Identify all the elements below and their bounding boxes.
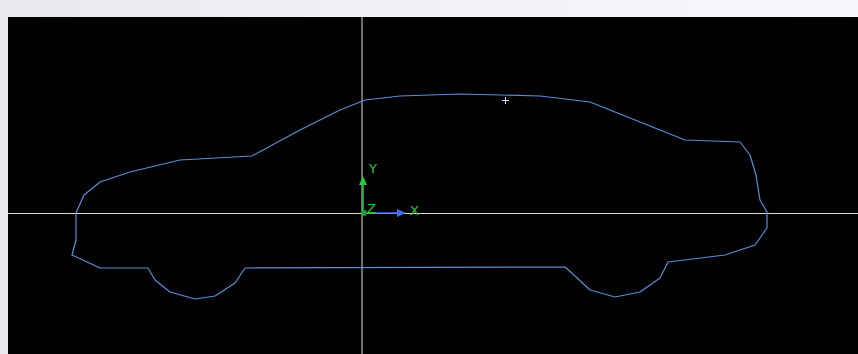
car-outline	[72, 94, 767, 299]
axis-label: Z	[367, 202, 376, 215]
axis-label: Y	[369, 162, 377, 175]
vertical-axis	[362, 17, 363, 354]
axis-triad	[359, 176, 406, 217]
cursor-cross	[502, 97, 509, 104]
horizontal-axis	[8, 213, 858, 214]
axis-label: X	[410, 204, 419, 217]
black-viewport	[8, 17, 858, 354]
